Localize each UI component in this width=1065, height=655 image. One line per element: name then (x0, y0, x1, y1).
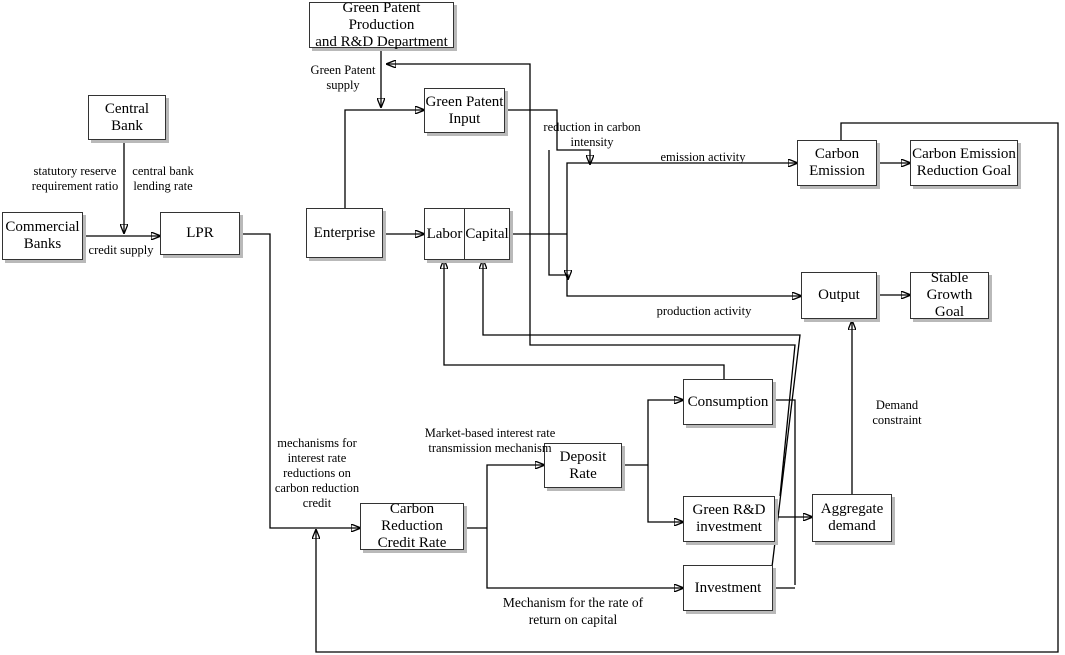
node-stable-growth-goal: Stable Growth Goal (910, 270, 989, 320)
edge-patent-input-to-intensity (505, 109, 590, 164)
label-central-bank-lending-rate: central bank lending rate (132, 164, 194, 193)
node-investment: Investment (683, 565, 773, 611)
node-labor: Labor (424, 208, 465, 260)
node-carbon-reduction-credit-rate: Carbon Reduction Credit Rate (360, 501, 464, 551)
label-production-activity: production activity (656, 304, 752, 318)
edge-consumption-to-aggregate (773, 399, 796, 585)
node-central-bank: Central Bank (88, 95, 166, 140)
label-interest-rate-mechanisms: mechanisms for interest rate reductions … (274, 436, 360, 510)
node-enterprise: Enterprise (306, 208, 383, 258)
edge-enterprise-to-patent-input (344, 110, 424, 208)
edge-consumption-to-labor (444, 260, 725, 379)
edge-rd-to-patent-dept (387, 64, 796, 497)
label-demand-constraint: Demand constraint (872, 398, 922, 427)
label-emission-activity: emission activity (660, 150, 746, 164)
edge-lpr-to-credit-rate (240, 233, 360, 528)
edge-investment-to-capital (483, 260, 801, 568)
node-deposit-rate: Deposit Rate (544, 443, 622, 488)
edge-labor-to-production (548, 150, 568, 279)
edge-to-carbon-emission (566, 163, 797, 234)
node-lpr: LPR (160, 212, 240, 255)
node-carbon-emission: Carbon Emission (797, 140, 877, 186)
node-green-patent-input: Green Patent Input (424, 88, 505, 133)
node-green-rd-investment: Green R&D investment (683, 496, 775, 542)
edge-credit-to-investment (486, 528, 683, 588)
label-reduction-carbon-intensity: reduction in carbon intensity (543, 120, 641, 149)
edge-to-output (566, 234, 801, 296)
node-capital: Capital (464, 208, 510, 260)
label-return-on-capital: Mechanism for the rate of return on capi… (502, 595, 644, 627)
edge-credit-to-deposit (486, 465, 544, 528)
node-output: Output (801, 272, 877, 319)
node-carbon-emission-goal: Carbon Emission Reduction Goal (910, 140, 1018, 186)
edge-emission-feedback-loop (316, 122, 1059, 653)
label-green-patent-supply: Green Patent supply (310, 63, 376, 92)
label-statutory-reserve: statutory reserve requirement ratio (31, 164, 119, 193)
node-aggregate-demand: Aggregate demand (812, 494, 892, 542)
node-consumption: Consumption (683, 379, 773, 425)
edge-deposit-to-rd (647, 465, 683, 522)
node-commercial-banks: Commercial Banks (2, 212, 83, 260)
label-credit-supply: credit supply (88, 243, 154, 257)
node-green-patent-department: Green Patent Production and R&D Departme… (309, 0, 454, 50)
edge-deposit-to-consumption (647, 400, 683, 465)
label-market-based-transmission: Market-based interest rate transmission … (424, 426, 556, 455)
